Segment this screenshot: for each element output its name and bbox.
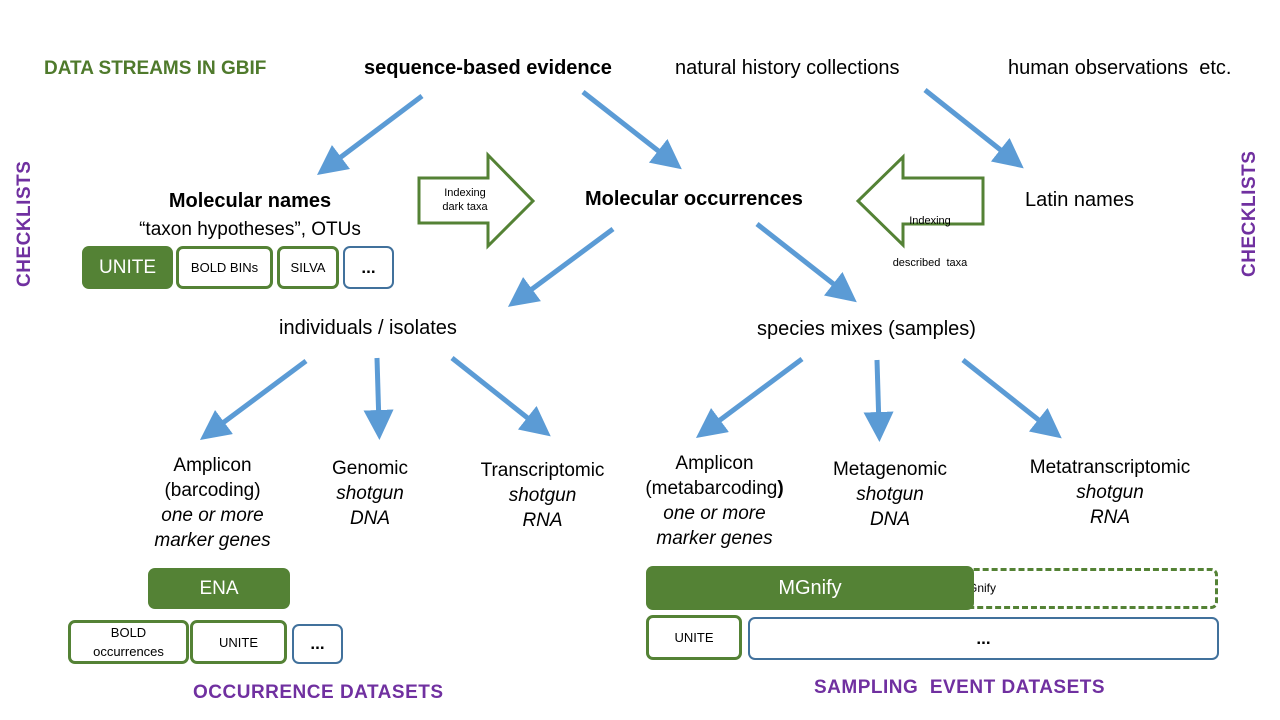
silva-box: SILVA [277, 246, 339, 289]
arrow-individuals-to-genomic [363, 357, 394, 440]
bold-occurrences-box: BOLD occurrences [68, 620, 189, 664]
arrow-mixes-to-metagenomic [863, 359, 894, 442]
bold-bins-box: BOLD BINs [176, 246, 273, 289]
arrow-sequence-to-molecular-names [317, 94, 424, 176]
category-metatranscriptomic-shotgun: Metatranscriptomic shotgun RNA [1029, 457, 1191, 528]
arrow-mixes-to-amplicon [695, 356, 804, 438]
species-mixes: species mixes (samples) [757, 318, 976, 340]
individuals-isolates: individuals / isolates [279, 317, 457, 339]
indexing-dark-taxa-arrow [417, 151, 536, 250]
category-amplicon-barcoding: Amplicon (barcoding) one or more marker … [154, 455, 271, 551]
category-amplicon-metabarcoding: Amplicon (metabarcoding) one or more mar… [645, 453, 784, 549]
arrow-individuals-to-transcriptomic [450, 356, 551, 437]
unite-occurrences-box: UNITE [190, 620, 287, 664]
more-sampling-box: ... [748, 617, 1219, 660]
category-genomic-shotgun: Genomic shotgun DNA [331, 458, 409, 529]
unite-sampling-box: UNITE [646, 615, 742, 660]
unite-names-box: UNITE [82, 246, 173, 289]
latin-names: Latin names [1025, 189, 1134, 211]
more-names-box: ... [343, 246, 394, 289]
arrow-sequence-to-molecular-occurrences [581, 90, 682, 170]
source-sequence: sequence-based evidence [364, 57, 612, 79]
arrow-occurrences-to-individuals [507, 226, 615, 307]
molecular-names-title: Molecular names [168, 190, 332, 212]
more-occurrences-box: ... [292, 624, 343, 664]
diagram-title: DATA STREAMS IN GBIF [44, 58, 267, 79]
sampling-event-datasets-label: SAMPLING EVENT DATASETS [814, 677, 1106, 698]
indexing-described-taxa-label: Indexing described taxa [892, 215, 968, 269]
molecular-occurrences: Molecular occurrences [585, 188, 803, 210]
arrow-mixes-to-metatranscriptomic [961, 358, 1062, 439]
arrow-individuals-to-amplicon [199, 358, 308, 440]
checklists-label-right: CHECKLISTS [1239, 150, 1260, 277]
ena-box: ENA [148, 568, 290, 609]
indexing-dark-taxa-label: Indexing dark taxa [442, 187, 488, 213]
occurrence-datasets-label: OCCURRENCE DATASETS [193, 682, 444, 703]
checklists-label-left: CHECKLISTS [14, 160, 35, 287]
arrow-collections-to-latin-names [923, 88, 1024, 169]
indexing-described-taxa-arrow [855, 153, 985, 249]
source-collections: natural history collections [675, 57, 900, 79]
mgnify-box: MGnify [646, 566, 974, 610]
source-observations: human observations etc. [1008, 57, 1232, 79]
category-metagenomic-shotgun: Metagenomic shotgun DNA [832, 459, 948, 530]
arrow-occurrences-to-species-mixes [755, 222, 857, 303]
category-transcriptomic-shotgun: Transcriptomic shotgun RNA [480, 460, 605, 531]
molecular-names-subtitle: “taxon hypotheses”, OTUs [139, 219, 361, 240]
